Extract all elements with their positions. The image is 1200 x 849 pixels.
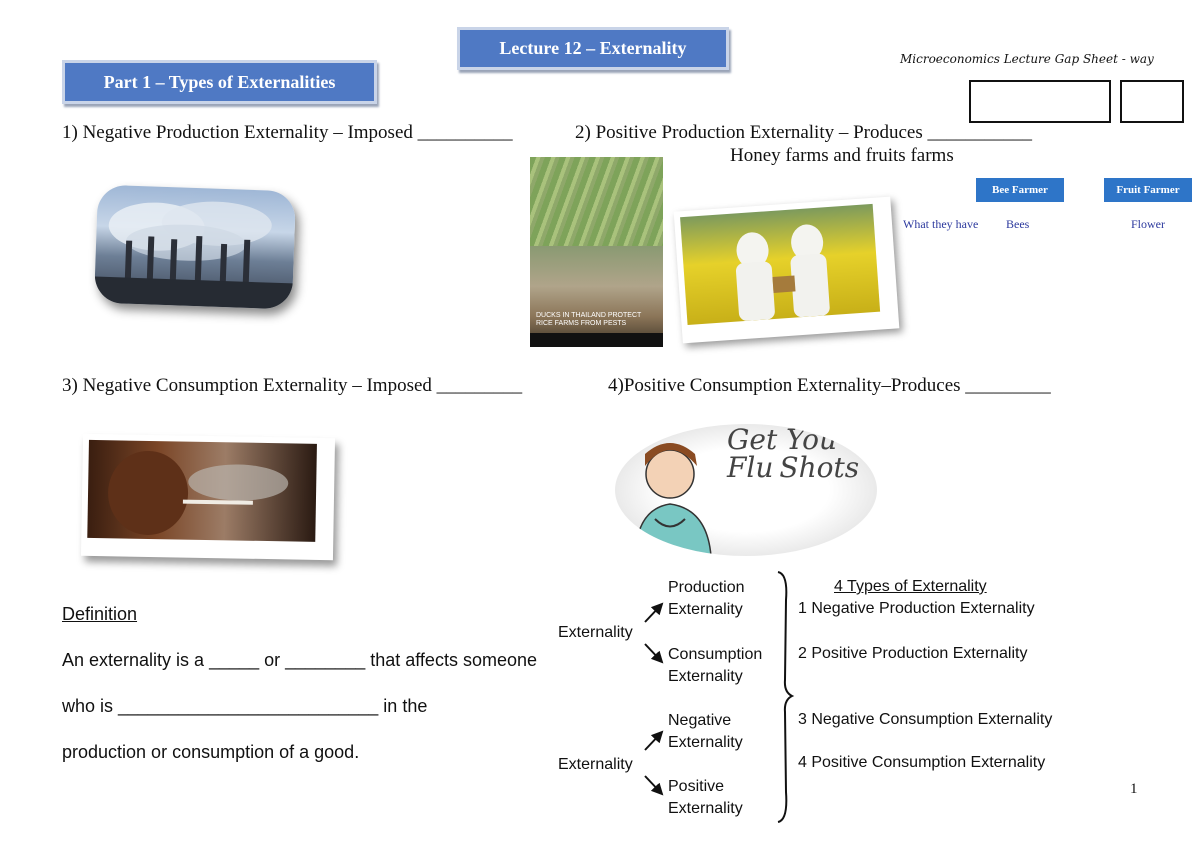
arrow-to-positive (644, 775, 664, 796)
flu-shot-illustration: Get You Flu Shots (615, 424, 877, 556)
smoker-photo (80, 433, 336, 561)
course-note: Microeconomics Lecture Gap Sheet - way (900, 52, 1154, 66)
types-item-3: 3 Negative Consumption Externality (798, 711, 1053, 728)
diagram-arrows (644, 571, 795, 823)
ducks-caption: DUCKS IN THAILAND PROTECT RICE FARMS FRO… (536, 312, 642, 327)
section-2-heading: 2) Positive Production Externality – Pro… (575, 122, 1033, 143)
right-brace (777, 571, 795, 823)
arrow-to-negative (644, 730, 664, 751)
flu-text-line2: Flu (727, 451, 774, 484)
section-3-heading: 3) Negative Consumption Externality – Im… (62, 375, 523, 396)
bee-farmer-header: Bee Farmer (976, 178, 1064, 202)
lecture-title: Lecture 12 – Externality (457, 27, 729, 70)
tree1-production-line2: Externality (668, 601, 743, 618)
nurse-icon (634, 443, 712, 556)
definition-line-2: who is __________________________ in the (62, 696, 428, 716)
arrow-to-production (644, 602, 664, 623)
types-heading: 4 Types of Externality (834, 578, 987, 595)
ducks-caption-strip (530, 333, 663, 347)
tree1-production: Production Externality (668, 577, 745, 621)
tree1-consumption-line1: Consumption (668, 646, 763, 663)
types-item-1: 1 Negative Production Externality (798, 600, 1035, 617)
factory-smoke-photo (94, 184, 296, 310)
types-item-4: 4 Positive Consumption Externality (798, 754, 1046, 771)
part-title: Part 1 – Types of Externalities (62, 60, 377, 104)
tree2-negative-line1: Negative (668, 712, 732, 729)
fruit-farmer-value: Flower (1131, 217, 1165, 231)
flu-text-line1: Get You (727, 424, 838, 456)
flu-text-line3: Shots (779, 451, 860, 484)
beekeepers-photo (673, 196, 900, 344)
tree2-negative-line2: Externality (668, 734, 743, 751)
ducks-photo: DUCKS IN THAILAND PROTECT RICE FARMS FRO… (530, 246, 663, 347)
smoker-illustration (108, 450, 289, 535)
factory-illustration (94, 201, 293, 310)
tree1-consumption-line2: Externality (668, 668, 743, 685)
tree2-positive: Positive Externality (668, 776, 743, 820)
tree1-production-line1: Production (668, 579, 745, 596)
types-item-2: 2 Positive Production Externality (798, 645, 1028, 662)
section-4-heading: 4)Positive Consumption Externality–Produ… (608, 375, 1051, 396)
what-they-have-label: What they have (903, 217, 979, 231)
tree2-positive-line1: Positive (668, 778, 725, 795)
tree2-negative: Negative Externality (668, 710, 743, 754)
tree2-root: Externality (558, 756, 633, 773)
rice-field-photo (530, 157, 663, 246)
tree2-positive-line2: Externality (668, 800, 743, 817)
definition-line-3: production or consumption of a good. (62, 742, 360, 762)
section-1-heading: 1) Negative Production Externality – Imp… (62, 122, 513, 143)
definition-heading: Definition (62, 604, 138, 624)
answer-box-small (1120, 80, 1184, 123)
arrow-to-consumption (644, 643, 664, 664)
tree1-root: Externality (558, 624, 633, 641)
definition-line-1: An externality is a _____ or ________ th… (62, 650, 537, 670)
answer-box-large (969, 80, 1111, 123)
tree1-consumption: Consumption Externality (668, 644, 762, 688)
fruit-farmer-header: Fruit Farmer (1104, 178, 1192, 202)
page-number: 1 (1130, 781, 1138, 797)
section-2-example: Honey farms and fruits farms (730, 145, 954, 166)
bee-farmer-value: Bees (1006, 217, 1030, 231)
beekeepers-illustration (735, 224, 830, 321)
